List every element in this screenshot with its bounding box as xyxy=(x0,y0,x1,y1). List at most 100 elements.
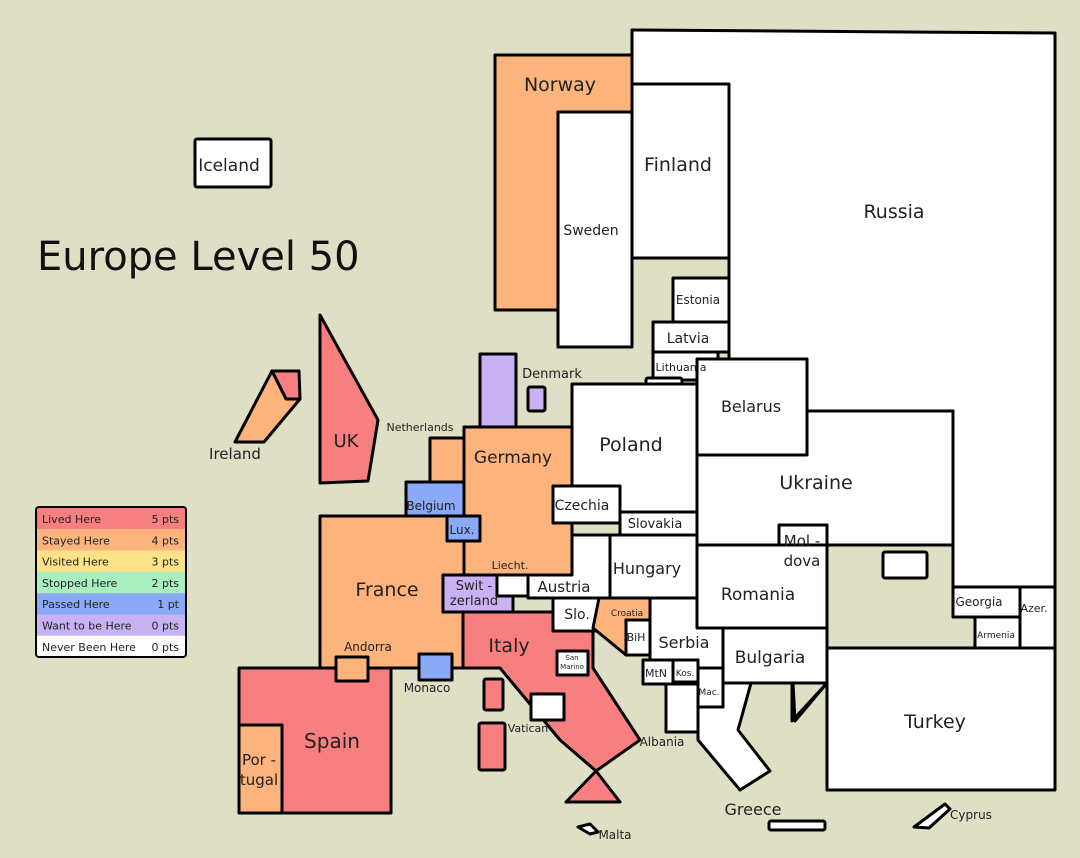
label-ukraine: Ukraine xyxy=(779,472,852,494)
country-greece[interactable] xyxy=(696,681,829,792)
country-italy-sardinia[interactable] xyxy=(482,677,505,712)
legend-row-passed: Passed Here 1 pt xyxy=(37,593,185,615)
label-uk: UK xyxy=(334,431,360,452)
country-hungary[interactable] xyxy=(608,533,699,600)
country-malta[interactable] xyxy=(576,822,600,836)
legend-swatch xyxy=(37,550,185,572)
legend-label: Never Been Here xyxy=(42,641,136,654)
country-latvia[interactable] xyxy=(651,320,731,354)
country-estonia[interactable] xyxy=(671,276,731,324)
label-georgia: Georgia xyxy=(955,595,1002,609)
country-denmark[interactable] xyxy=(478,352,518,429)
legend-frame xyxy=(35,506,187,658)
legend-points: 1 pt xyxy=(157,598,179,611)
label-serbia: Serbia xyxy=(659,633,710,652)
label-latvia: Latvia xyxy=(667,331,710,347)
label-hungary: Hungary xyxy=(613,559,681,578)
label-denmark: Denmark xyxy=(522,367,582,382)
label-portugal: Por -tugal xyxy=(240,751,278,789)
label-sweden: Sweden xyxy=(563,223,618,239)
legend-row-stayed: Stayed Here 4 pts xyxy=(37,529,185,551)
legend-row-visited: Visited Here 3 pts xyxy=(37,550,185,572)
country-portugal[interactable] xyxy=(237,723,284,815)
country-turkey[interactable] xyxy=(825,646,1057,792)
label-kosovo: Kos. xyxy=(676,669,695,679)
label-greece: Greece xyxy=(725,800,782,819)
country-vatican[interactable] xyxy=(529,692,566,722)
legend-row-want: Want to be Here 0 pts xyxy=(37,614,185,636)
legend-label: Want to be Here xyxy=(42,620,132,633)
label-iceland: Iceland xyxy=(198,156,260,176)
label-moldova: Mol -dova xyxy=(784,532,821,570)
label-poland: Poland xyxy=(599,434,662,456)
label-switzerland: Swit -zerland xyxy=(450,579,498,609)
country-sanmarino[interactable] xyxy=(555,649,590,677)
label-germany: Germany xyxy=(474,448,552,468)
country-albania[interactable] xyxy=(664,682,700,734)
country-monaco[interactable] xyxy=(417,652,454,682)
country-ireland[interactable] xyxy=(233,369,302,444)
map-title: Europe Level 50 xyxy=(37,234,360,280)
label-luxembourg: Lux. xyxy=(450,523,475,537)
legend-label: Stayed Here xyxy=(42,534,110,547)
country-liechtenstein[interactable] xyxy=(495,573,530,598)
label-russia: Russia xyxy=(863,201,924,223)
country-finland[interactable] xyxy=(630,82,731,260)
legend-points: 4 pts xyxy=(151,534,179,547)
country-crimea[interactable] xyxy=(881,550,929,580)
country-denmark-island[interactable] xyxy=(526,385,547,413)
legend-label: Lived Here xyxy=(42,513,101,526)
label-malta: Malta xyxy=(598,828,631,842)
country-azerbaijan[interactable] xyxy=(1018,585,1057,650)
label-netherlands: Netherlands xyxy=(386,421,453,434)
country-armenia[interactable] xyxy=(973,615,1022,650)
legend-points: 2 pts xyxy=(151,577,179,590)
legend-swatch xyxy=(37,571,185,594)
legend-swatch xyxy=(37,508,185,530)
country-andorra[interactable] xyxy=(334,655,370,683)
label-cyprus: Cyprus xyxy=(950,808,992,822)
label-lithuania: Lithuania xyxy=(656,361,707,374)
country-labels: Russia Norway Sweden Finland Iceland Est… xyxy=(198,74,1047,842)
country-romania[interactable] xyxy=(695,543,829,630)
legend-points: 0 pts xyxy=(151,641,179,654)
label-armenia: Armenia xyxy=(977,631,1015,641)
legend-points: 3 pts xyxy=(151,556,179,569)
label-bih: BiH xyxy=(627,631,646,644)
country-uk[interactable] xyxy=(318,313,380,485)
legend-label: Passed Here xyxy=(42,598,110,611)
label-albania: Albania xyxy=(640,735,685,749)
country-iceland[interactable] xyxy=(193,137,273,189)
label-belarus: Belarus xyxy=(721,397,781,416)
countries-layer xyxy=(193,28,1057,836)
label-monaco: Monaco xyxy=(404,681,451,695)
label-ireland: Ireland xyxy=(209,445,261,463)
country-italy-sicily-west[interactable] xyxy=(477,721,507,772)
legend-points: 0 pts xyxy=(151,620,179,633)
label-macedonia: Mac. xyxy=(698,688,719,698)
legend-swatch xyxy=(37,593,185,615)
label-estonia: Estonia xyxy=(676,293,720,307)
legend-label: Visited Here xyxy=(42,556,109,569)
label-italy: Italy xyxy=(488,635,529,657)
country-czechia[interactable] xyxy=(551,484,622,525)
legend-row-never: Never Been Here 0 pts xyxy=(37,635,185,658)
label-liechtenstein: Liecht. xyxy=(492,559,529,572)
country-bulgaria[interactable] xyxy=(721,626,829,685)
country-greece-crete[interactable] xyxy=(767,819,827,832)
label-austria: Austria xyxy=(538,578,591,596)
label-montenegro: MtN xyxy=(645,667,667,680)
country-cyprus[interactable] xyxy=(912,802,952,830)
label-spain: Spain xyxy=(304,729,360,753)
country-belarus[interactable] xyxy=(695,357,809,457)
label-vatican: Vatican xyxy=(508,722,549,735)
legend-label: Stopped Here xyxy=(42,577,118,590)
label-romania: Romania xyxy=(721,585,795,605)
label-turkey: Turkey xyxy=(903,711,966,733)
label-belgium: Belgium xyxy=(406,499,455,513)
label-slovenia: Slo. xyxy=(564,607,590,623)
